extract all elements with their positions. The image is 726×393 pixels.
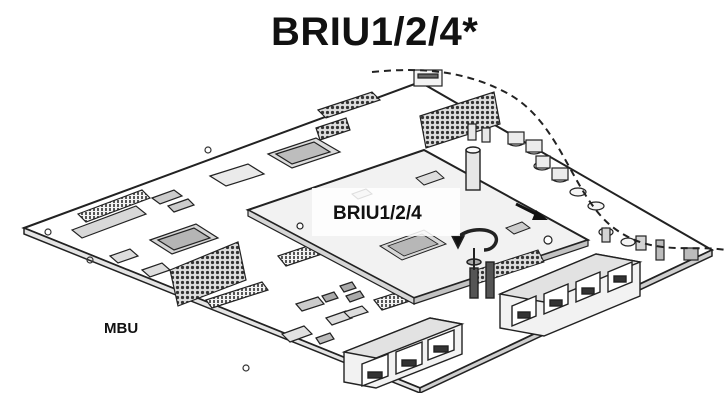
standoffs: [465, 146, 495, 299]
mbu-components: [70, 69, 699, 345]
insert-arrow-icon: [515, 202, 548, 220]
card-label-box: [312, 188, 460, 236]
board-label: MBU: [104, 320, 139, 337]
rj-jacks-right: [497, 253, 643, 337]
card-label: BRIU1/2/4: [333, 203, 422, 224]
page-title: BRIU1/2/4*: [271, 10, 479, 54]
cutaway-line: [371, 69, 726, 251]
rj-jacks-bottom: [341, 317, 465, 389]
screw-icon: [450, 228, 499, 270]
